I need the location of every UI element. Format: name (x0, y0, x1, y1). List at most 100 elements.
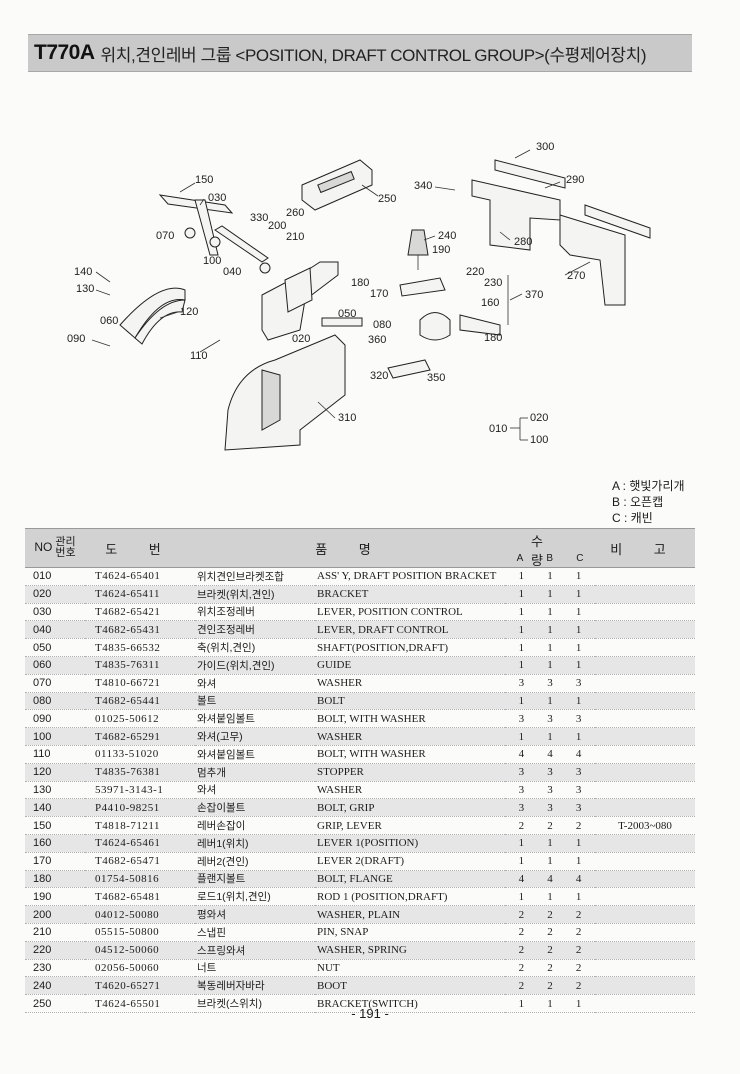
cell-no: 100 (25, 727, 85, 746)
callout-180a: 180 (351, 277, 369, 289)
cell-part-code: T4624-65411 (85, 585, 195, 604)
header-drawing-number: 도 번 (85, 528, 195, 568)
callout-340: 340 (414, 180, 432, 192)
cell-part-code: 01133-51020 (85, 745, 195, 764)
cell-no: 250 (25, 994, 85, 1013)
header-qty-b: B (546, 553, 554, 564)
callout-180b: 180 (484, 332, 502, 344)
qty-c: 4 (575, 748, 582, 761)
cell-name-korean: 가이드(위치,견인) (195, 656, 315, 675)
qty-a: 2 (518, 961, 525, 974)
cell-name-korean: 멈추개 (195, 763, 315, 782)
qty-b: 1 (547, 641, 553, 654)
callout-020: 020 (292, 333, 310, 345)
callout-290: 290 (566, 174, 584, 186)
cell-part-code: T4620-65271 (85, 976, 195, 996)
callout-250: 250 (378, 193, 396, 205)
cell-name-korean: 복동레버자바라 (195, 976, 315, 996)
qty-b: 1 (547, 837, 553, 850)
callout-010-100: 100 (530, 434, 548, 446)
plate-350 (387, 359, 431, 379)
qty-c: 2 (575, 961, 582, 974)
cell-name-korean: 너트 (195, 959, 315, 978)
cell-name-korean: 와셔 (195, 781, 315, 800)
callout-010-020: 020 (530, 412, 548, 424)
callout-labels: 300 290 150 030 340 250 330 200 260 210 … (67, 141, 585, 446)
cell-name-korean: 견인조정레버 (195, 620, 315, 640)
qty-a: 1 (518, 997, 525, 1010)
cell-name-korean: 와셔 (195, 674, 315, 693)
cell-name-korean: 와셔(고무) (195, 727, 315, 746)
qty-b: 1 (547, 588, 553, 601)
cell-name-english: BOLT, WITH WASHER (315, 709, 506, 729)
shaft-050 (321, 317, 363, 327)
cell-name-korean: 와셔붙임볼트 (195, 709, 315, 729)
qty-c: 1 (575, 623, 582, 636)
cell-remarks (595, 763, 696, 782)
lever-160-170 (399, 275, 509, 341)
cell-name-korean: 브라켓(스위치) (195, 994, 315, 1013)
header-qty-c: C (576, 553, 584, 564)
cell-no: 040 (25, 620, 85, 640)
cell-name-english: GUIDE (315, 656, 506, 675)
cell-name-korean: 레버1(위치) (195, 834, 315, 853)
qty-b: 4 (547, 872, 553, 885)
cell-name-korean: 레버2(견인) (195, 852, 315, 871)
cell-name-english: LEVER, POSITION CONTROL (315, 603, 506, 622)
cell-remarks (595, 709, 696, 729)
cell-name-korean: 손잡이볼트 (195, 798, 315, 818)
callout-200: 200 (268, 220, 286, 232)
cell-name-korean: 위치조정레버 (195, 603, 315, 622)
qty-c: 2 (575, 908, 582, 921)
qty-c: 3 (575, 766, 582, 779)
qty-a: 4 (518, 748, 525, 761)
qty-a: 1 (518, 623, 525, 636)
qty-b: 2 (547, 961, 553, 974)
qty-c: 1 (575, 730, 582, 743)
callout-100: 100 (203, 255, 221, 267)
qty-b: 1 (547, 623, 553, 636)
cell-remarks (595, 638, 696, 657)
lever-assembly (158, 194, 271, 274)
qty-b: 2 (547, 979, 553, 992)
cell-name-korean: 볼트 (195, 692, 315, 711)
guide-060 (119, 287, 186, 345)
cell-name-korean: 축(위치,견인) (195, 638, 315, 657)
cell-no: 190 (25, 887, 85, 907)
header-qty-a: A (516, 553, 524, 564)
qty-a: 2 (518, 944, 525, 957)
callout-300: 300 (536, 141, 554, 153)
group-title: 위치,견인레버 그룹 <POSITION, DRAFT CONTROL GROU… (100, 45, 647, 65)
qty-c: 2 (575, 979, 582, 992)
cell-remarks (595, 585, 696, 604)
cell-part-code: T4835-66532 (85, 638, 195, 657)
cell-name-english: LEVER, DRAFT CONTROL (315, 620, 506, 640)
cell-name-english: LEVER 2(DRAFT) (315, 852, 506, 871)
qty-b: 2 (547, 908, 553, 921)
cell-no: 220 (25, 941, 85, 960)
callout-240: 240 (438, 230, 456, 242)
qty-c: 4 (575, 872, 582, 885)
qty-a: 1 (518, 855, 525, 868)
cell-name-english: SHAFT(POSITION,DRAFT) (315, 638, 506, 657)
cell-remarks (595, 870, 696, 889)
cell-part-code: P4410-98251 (85, 798, 195, 818)
qty-a: 1 (518, 890, 525, 903)
qty-a: 1 (518, 605, 525, 618)
cell-no: 020 (25, 585, 85, 604)
